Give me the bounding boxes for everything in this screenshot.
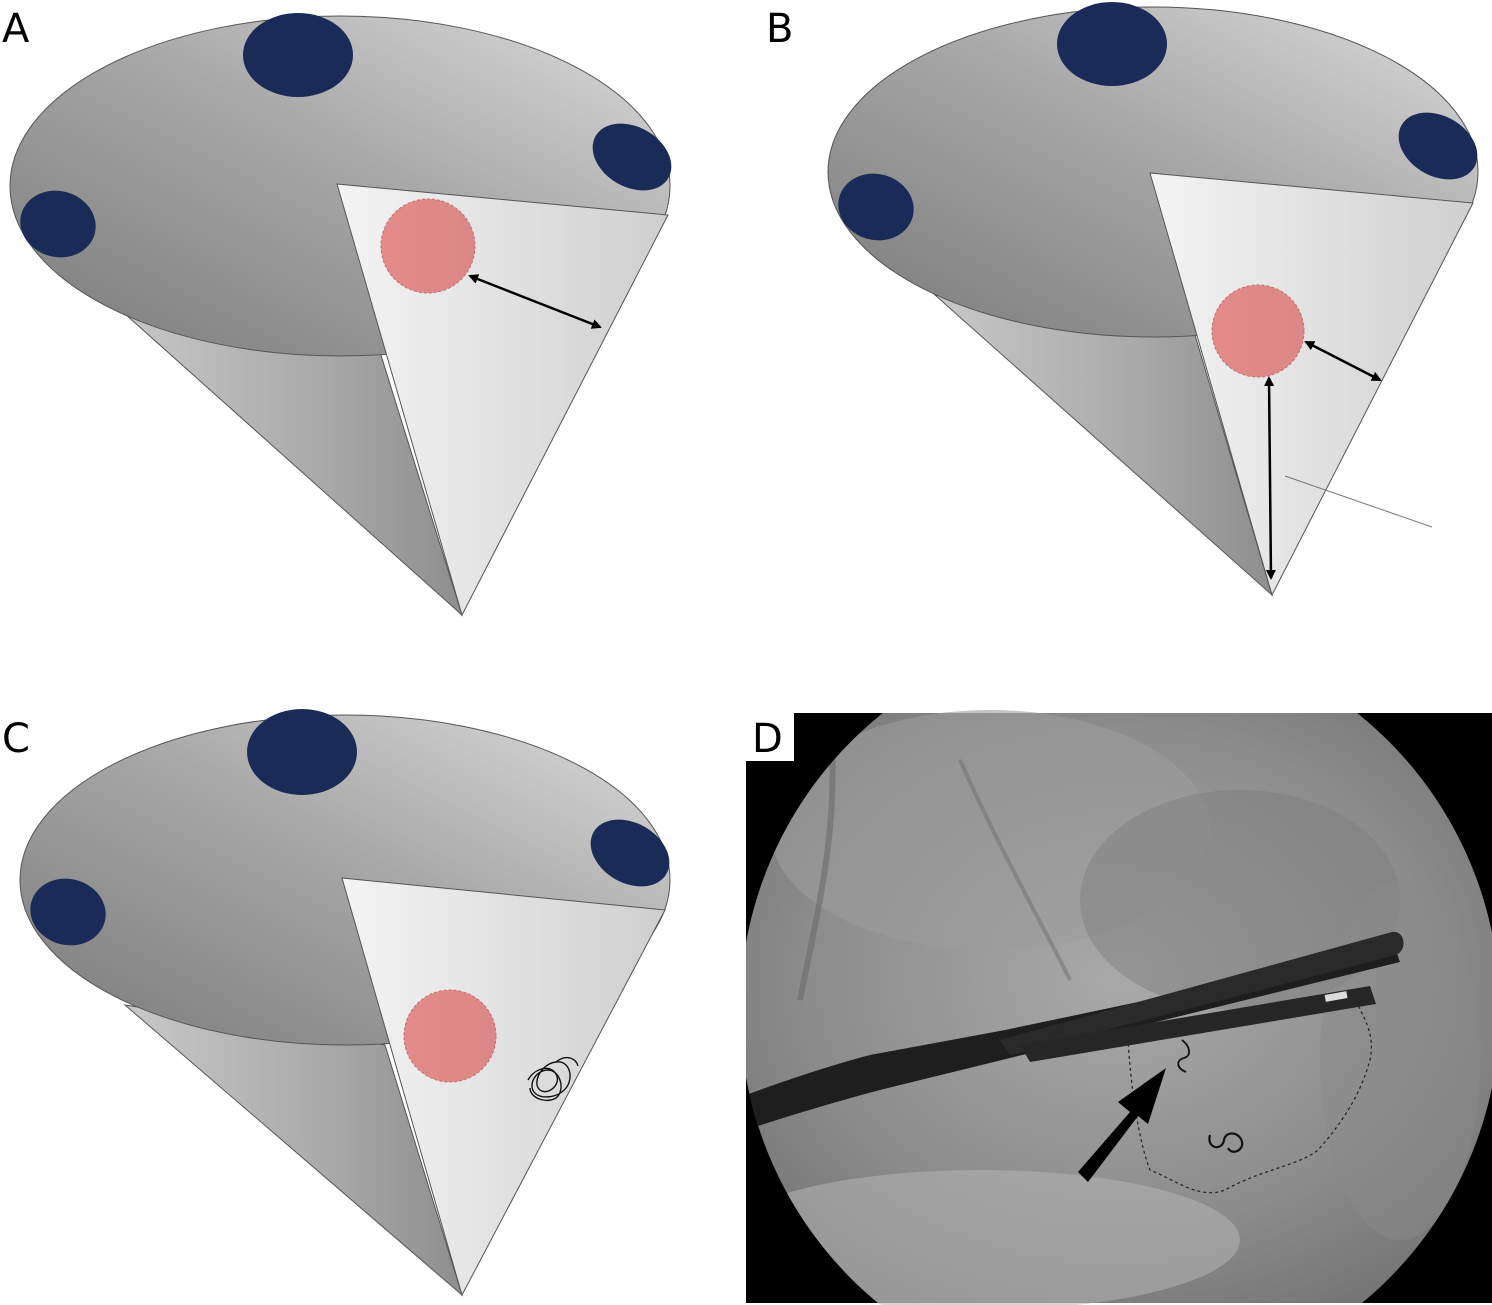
port-marker <box>243 13 353 97</box>
target-lesion <box>380 198 476 294</box>
port-marker <box>1057 2 1167 86</box>
panel-label-box <box>746 713 794 761</box>
anatomy-shadow <box>740 1170 1240 1305</box>
lesion-outline <box>1127 1004 1372 1194</box>
port-marker <box>30 878 106 946</box>
target-wedge <box>341 877 666 1297</box>
target-lesion <box>403 989 497 1083</box>
vessel-line <box>958 759 1072 981</box>
panel-a: A <box>2 6 672 617</box>
anatomy-shadow <box>770 710 1210 950</box>
port-marker <box>590 819 670 887</box>
sheath-marker <box>1324 991 1348 1002</box>
depth-arrow <box>1264 376 1276 580</box>
port-marker <box>247 709 357 795</box>
target-lesion <box>1211 284 1305 378</box>
pointer-line <box>1284 475 1433 528</box>
panel-label-a: A <box>2 6 30 52</box>
port-marker <box>20 190 96 258</box>
port-marker <box>838 173 914 241</box>
coil-marker-icon <box>1208 1132 1244 1153</box>
panel-label-d: D <box>752 716 783 762</box>
bronchoscope-tip <box>1000 931 1404 1055</box>
guide-sheath <box>1020 986 1376 1062</box>
coil-marker-icon <box>527 1056 579 1102</box>
panel-c: C <box>2 709 671 1297</box>
distance-arrow <box>468 274 602 329</box>
port-marker <box>592 123 672 191</box>
distance-arrow <box>1304 340 1382 382</box>
port-marker <box>1398 112 1478 180</box>
panel-label-c: C <box>2 716 30 762</box>
pointer-arrow-icon <box>1078 1068 1166 1182</box>
panel-d: D <box>740 710 1492 1305</box>
anatomy-shadow <box>1320 880 1480 1240</box>
target-wedge <box>1149 172 1474 597</box>
panel-label-b: B <box>766 6 793 52</box>
coil-marker-icon <box>1177 1039 1190 1073</box>
panel-b: B <box>766 2 1479 597</box>
